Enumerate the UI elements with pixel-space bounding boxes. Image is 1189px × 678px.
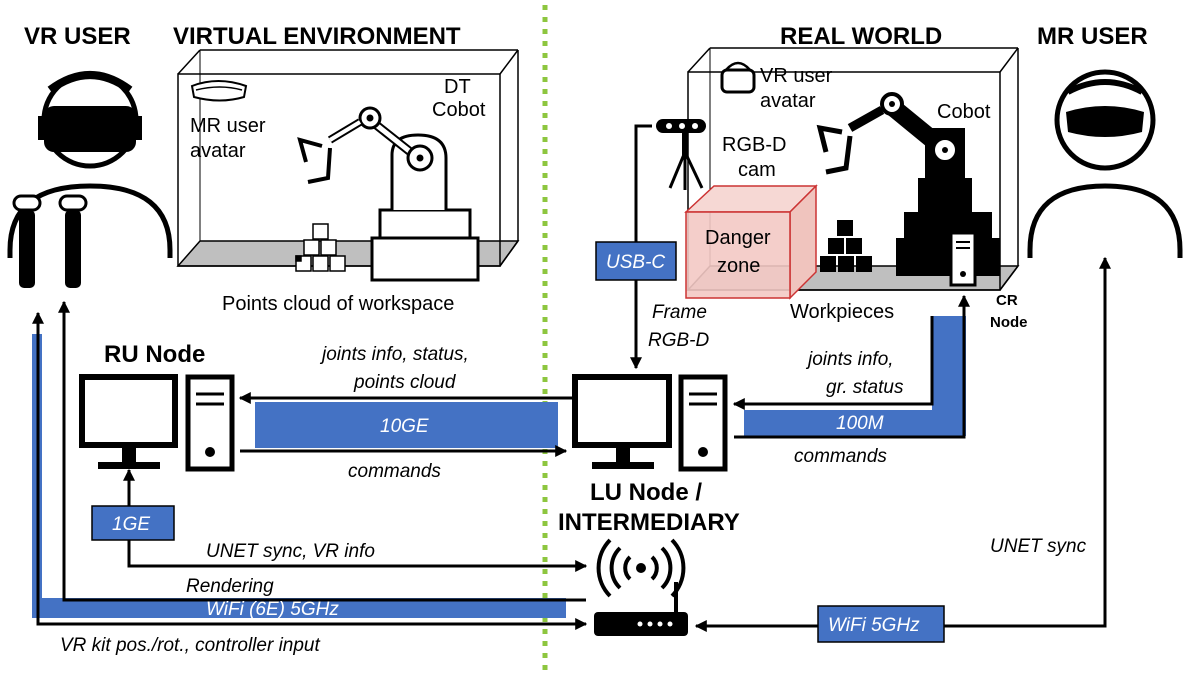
wifi5-box	[817, 605, 945, 643]
ru-node-label: RU Node	[104, 341, 205, 368]
wifi-signal-icon	[596, 538, 686, 598]
onege-label: 1GE	[112, 514, 150, 535]
cr-node-label-line2: Node	[990, 314, 1028, 331]
cr-link-bar	[932, 316, 966, 436]
cobot-label: Cobot	[937, 101, 991, 123]
frame-label-line1: Frame	[652, 302, 707, 323]
tenge-label: 10GE	[380, 416, 429, 437]
usbc-box	[595, 241, 677, 281]
connection-lines	[32, 124, 1111, 632]
commands-left-label: commands	[348, 461, 441, 482]
mr-user-icon	[1027, 69, 1183, 258]
dt-label-line1: DT	[444, 76, 471, 98]
heading-real-world: REAL WORLD	[780, 23, 942, 50]
frame-label-line2: RGB-D	[648, 330, 710, 351]
vr-controllers-icon	[12, 194, 88, 288]
ru-node-pc-icon	[79, 374, 235, 472]
wifi-router-icon	[594, 582, 688, 636]
ru-info-label-line2: points cloud	[353, 372, 457, 393]
heading-vr-user: VR USER	[24, 23, 131, 50]
vr-headset-avatar-icon	[720, 61, 756, 94]
rgbd-camera-icon	[656, 119, 706, 190]
heading-mr-user: MR USER	[1037, 23, 1148, 50]
dt-cobot-icon	[297, 106, 480, 282]
cr-node-pc-icon	[949, 231, 977, 287]
hundredm-label: 100M	[836, 413, 884, 434]
commands-right-label: commands	[794, 446, 887, 467]
danger-zone-label-line2: zone	[717, 255, 760, 277]
virtual-workpieces-icon	[295, 223, 346, 272]
unet-vr-label: UNET sync, VR info	[206, 541, 375, 562]
heading-virtual-environment: VIRTUAL ENVIRONMENT	[173, 23, 461, 50]
lu-node-label-line1: LU Node /	[590, 479, 702, 506]
unet-mr-label: UNET sync	[990, 536, 1087, 557]
wifi6e-label: WiFi (6E) 5GHz	[206, 599, 339, 620]
mr-headset-icon	[190, 80, 248, 102]
camera-label-line1: RGB-D	[722, 134, 786, 156]
points-cloud-caption: Points cloud of workspace	[222, 293, 454, 315]
lu-node-label-line2: INTERMEDIARY	[558, 509, 740, 536]
rendering-label: Rendering	[186, 576, 274, 597]
wifi5-label: WiFi 5GHz	[828, 615, 920, 636]
ru-info-label-line1: joints info, status,	[319, 344, 469, 365]
usbc-label: USB-C	[606, 252, 665, 273]
camera-label-line2: cam	[738, 159, 776, 181]
cr-info-label-line1: joints info,	[805, 349, 894, 370]
real-workpieces-icon	[820, 220, 872, 272]
dt-label-line2: Cobot	[432, 99, 486, 121]
danger-zone-label-line1: Danger	[705, 227, 771, 249]
onege-box	[91, 505, 175, 541]
vrkit-label: VR kit pos./rot., controller input	[60, 635, 320, 656]
lu-node-pc-icon	[572, 374, 728, 472]
cr-node-label-line1: CR	[996, 292, 1018, 309]
workpieces-label: Workpieces	[790, 301, 894, 323]
vr-avatar-label-line1: VR user	[760, 65, 833, 87]
vr-avatar-label-line2: avatar	[760, 90, 816, 112]
mr-avatar-label-line2: avatar	[190, 140, 246, 162]
cr-info-label-line2: gr. status	[826, 377, 904, 398]
vr-user-icon	[7, 71, 173, 258]
mr-avatar-label-line1: MR user	[190, 115, 266, 137]
